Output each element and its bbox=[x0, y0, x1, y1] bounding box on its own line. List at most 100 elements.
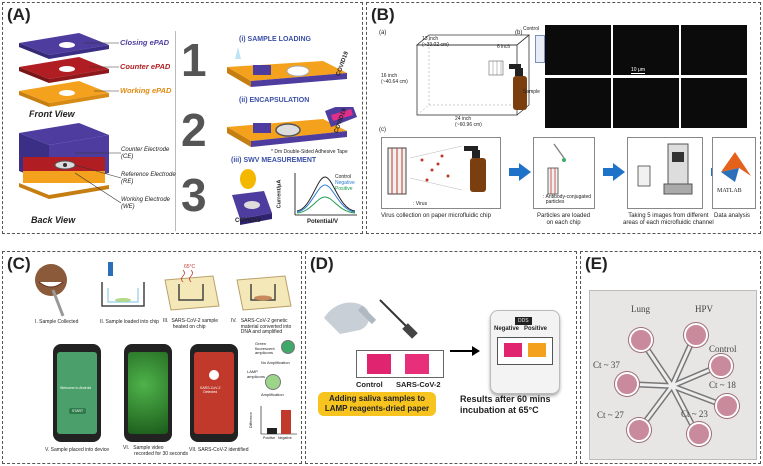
label-ct37: Ct ~ 37 bbox=[593, 360, 620, 370]
step-2-chip bbox=[227, 107, 357, 147]
workflow-arrow-1 bbox=[509, 163, 531, 181]
panel-a-divider bbox=[175, 31, 176, 231]
reader-negative-label: Negative bbox=[494, 326, 520, 332]
phone-video bbox=[124, 344, 172, 442]
bar-positive bbox=[267, 428, 277, 434]
step-3-device bbox=[232, 169, 272, 225]
step-1-title: (i) SAMPLE LOADING bbox=[239, 36, 311, 43]
lamp-instruction-box: Adding saliva samples to LAMP reagents-d… bbox=[318, 392, 436, 416]
microscope-illustration bbox=[637, 143, 693, 195]
label-hpv: HPV bbox=[695, 304, 714, 314]
front-view-stack bbox=[19, 33, 119, 107]
label-lung: Lung bbox=[631, 304, 650, 314]
panel-e-label: (E) bbox=[585, 254, 608, 273]
back-view-label: Back View bbox=[31, 215, 76, 225]
step-c-1: I. Sample Collected bbox=[35, 319, 79, 325]
step-c-2: II. Sample loaded into chip bbox=[100, 319, 159, 325]
bar-x-positive: Positive bbox=[263, 436, 276, 440]
phone-video-screen bbox=[128, 352, 168, 434]
bar-x-negative: Negative bbox=[278, 436, 292, 440]
panel-b-sub-a: (a) bbox=[379, 30, 387, 36]
step-3-title: (iii) SWV MEASUREMENT bbox=[231, 157, 317, 164]
heated-chip-illustration bbox=[164, 269, 220, 311]
particles-legend: : Antibody-conjugated particles bbox=[543, 194, 592, 205]
chip-loading-illustration bbox=[101, 262, 145, 307]
pad-ct27 bbox=[627, 418, 651, 442]
no-amp-label: No Amplification bbox=[261, 360, 290, 365]
strip-control-label: Control bbox=[356, 380, 383, 389]
reader-device: DDS bbox=[490, 310, 560, 394]
fluor-amplicons-label: Green fluorescent amplicons bbox=[255, 341, 275, 355]
phone-start-button[interactable]: START bbox=[69, 408, 87, 414]
working-electrode-label: Working Electrode (WE) bbox=[121, 197, 171, 210]
pad-control bbox=[709, 354, 733, 378]
label-control: Control bbox=[709, 344, 737, 354]
caption-collection: Virus collection on paper microfluidic c… bbox=[381, 213, 491, 219]
pad-ct37 bbox=[615, 372, 639, 396]
scale-bar-label: 10 μm bbox=[631, 67, 645, 73]
paper-strip bbox=[356, 350, 444, 378]
paper-device bbox=[589, 290, 757, 460]
dim-width-top: 13 inch (~33.02 cm) bbox=[422, 36, 449, 48]
closing-epad-label: Closing ePAD bbox=[120, 38, 170, 47]
chip-thumbnail bbox=[535, 35, 545, 63]
detected-icon bbox=[209, 370, 219, 380]
strip-control-pad bbox=[367, 354, 391, 374]
swv-curve-positive bbox=[296, 196, 356, 214]
amplified-chip-illustration bbox=[236, 275, 292, 311]
phone-welcome-screen: Welcome to Android START bbox=[57, 352, 97, 434]
swv-legend-negative: Negative bbox=[335, 180, 355, 186]
working-epad-label: Working ePAD bbox=[120, 86, 172, 95]
reference-electrode-label: Reference Electrode (RE) bbox=[121, 172, 176, 185]
phone-welcome-title: Welcome to Android bbox=[60, 386, 92, 390]
swv-curve-negative bbox=[296, 184, 356, 213]
panel-c-label: (C) bbox=[7, 254, 31, 273]
label-ct23: Ct ~ 23 bbox=[681, 409, 708, 419]
phone-detected-screen: SARS-CoV-2 Detected bbox=[194, 352, 234, 434]
bar-negative bbox=[281, 410, 291, 434]
micrograph-control-3 bbox=[681, 25, 747, 75]
workflow-box-3 bbox=[627, 137, 703, 209]
panel-b: (B) (a) 13 inch (~33.02 cm) 6 inch 16 in… bbox=[366, 2, 761, 234]
reader-display: DDS bbox=[515, 317, 532, 325]
amp-label: Amplification bbox=[261, 392, 284, 397]
panel-d-label: (D) bbox=[310, 254, 334, 273]
sample-collection-illustration bbox=[35, 264, 67, 317]
workflow-arrow-2 bbox=[603, 163, 625, 181]
swv-curve-control bbox=[296, 176, 356, 212]
strip-sars-pad bbox=[405, 354, 429, 374]
matlab-logo bbox=[721, 152, 751, 182]
collection-chamber bbox=[415, 34, 531, 116]
step-2-title: (ii) ENCAPSULATION bbox=[239, 97, 310, 104]
phone-detected-title: SARS-CoV-2 Detected bbox=[200, 386, 221, 394]
reader-window bbox=[497, 337, 553, 365]
caption-imaging: Taking 5 images from different areas of … bbox=[623, 213, 714, 226]
virus-collection-illustration bbox=[387, 145, 486, 195]
strip-sars-label: SARS-CoV-2 bbox=[396, 380, 441, 389]
panel-a-label: (A) bbox=[7, 5, 31, 24]
step-3-chip-text: COVID19 bbox=[235, 218, 261, 224]
panel-d: (D) Control SARS-CoV-2 DDS Negative Posi… bbox=[305, 251, 577, 464]
star-channels bbox=[624, 332, 728, 437]
micrograph-sample-2 bbox=[613, 78, 679, 128]
workflow-box-4: MATLAB bbox=[712, 137, 756, 209]
step-c-6: VI. Sample video recorded for 30 seconds bbox=[123, 445, 189, 457]
panel-c: (C) 65°C I. Sample Collected II. Sample … bbox=[2, 251, 302, 464]
dim-width-bottom: 24 inch (~60.96 cm) bbox=[455, 116, 482, 128]
label-ct18: Ct ~ 18 bbox=[709, 380, 736, 390]
back-view-stack bbox=[19, 123, 122, 204]
reader-negative-pad bbox=[504, 343, 522, 357]
swv-plot bbox=[294, 173, 357, 216]
process-arrow bbox=[450, 350, 474, 352]
scale-bar bbox=[631, 73, 645, 74]
panel-b-sub-c: (c) bbox=[379, 127, 386, 133]
label-ct27: Ct ~ 27 bbox=[597, 410, 624, 420]
swv-legend-positive: Positive bbox=[335, 186, 353, 192]
sprayer-icon bbox=[509, 64, 527, 110]
step-3-number: 3 bbox=[181, 169, 207, 221]
workflow-box-2 bbox=[533, 137, 595, 209]
counter-epad-label: Counter ePAD bbox=[120, 62, 171, 71]
swv-legend-control: Control bbox=[335, 174, 352, 180]
micrograph-control-2 bbox=[613, 25, 679, 75]
panel-e: (E) Lung HPV Control Ct ~ 18 Ct ~ 23 Ct bbox=[580, 251, 761, 464]
